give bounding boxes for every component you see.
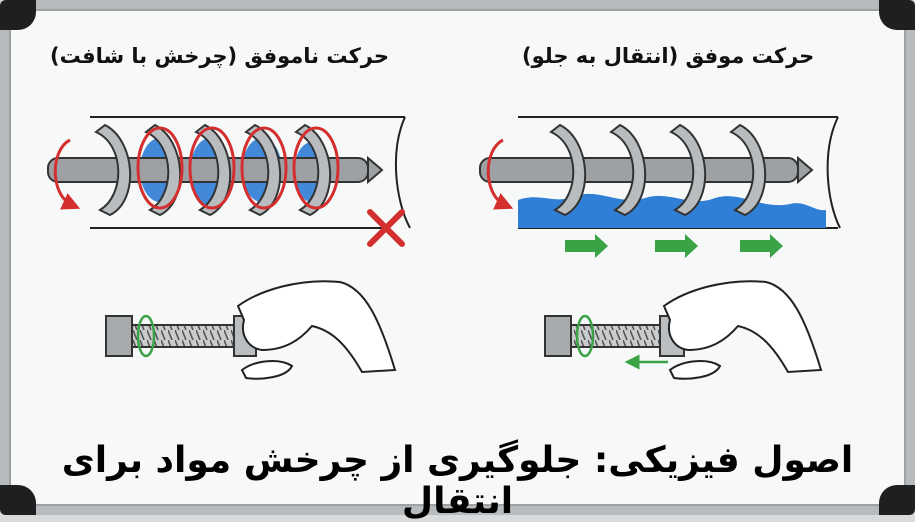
forward-arrows bbox=[565, 234, 783, 258]
heading-failed: حرکت ناموفق (چرخش با شافت) bbox=[50, 44, 390, 68]
frame-corner bbox=[0, 0, 36, 30]
failed-bolt-demo bbox=[105, 280, 397, 380]
hand-drawing bbox=[662, 280, 823, 374]
bolt-thread bbox=[131, 324, 241, 348]
success-conveyor bbox=[479, 116, 841, 258]
hand-drawing bbox=[236, 280, 397, 374]
screw-flights bbox=[94, 123, 331, 217]
bottom-caption: اصول فیزیکی: جلوگیری از چرخش مواد برای ا… bbox=[61, 440, 854, 522]
frame-corner bbox=[0, 485, 36, 515]
success-bolt-demo bbox=[544, 280, 823, 380]
green-rotation-arrow bbox=[136, 314, 156, 358]
green-rotation-arrow bbox=[575, 314, 595, 358]
frame-corner bbox=[879, 485, 915, 515]
failed-conveyor bbox=[47, 116, 411, 247]
forward-arrow bbox=[740, 234, 783, 258]
forward-arrow bbox=[565, 234, 608, 258]
rotation-arrow bbox=[486, 138, 514, 210]
frame-corner bbox=[879, 0, 915, 30]
screw-flights bbox=[549, 123, 766, 217]
bolt-head bbox=[544, 315, 572, 357]
rotation-arrow bbox=[53, 126, 340, 210]
forward-arrow bbox=[655, 234, 698, 258]
bolt-head bbox=[105, 315, 133, 357]
heading-success: حرکت موفق (انتقال به جلو) bbox=[522, 44, 815, 68]
failure-cross-icon bbox=[367, 209, 405, 247]
